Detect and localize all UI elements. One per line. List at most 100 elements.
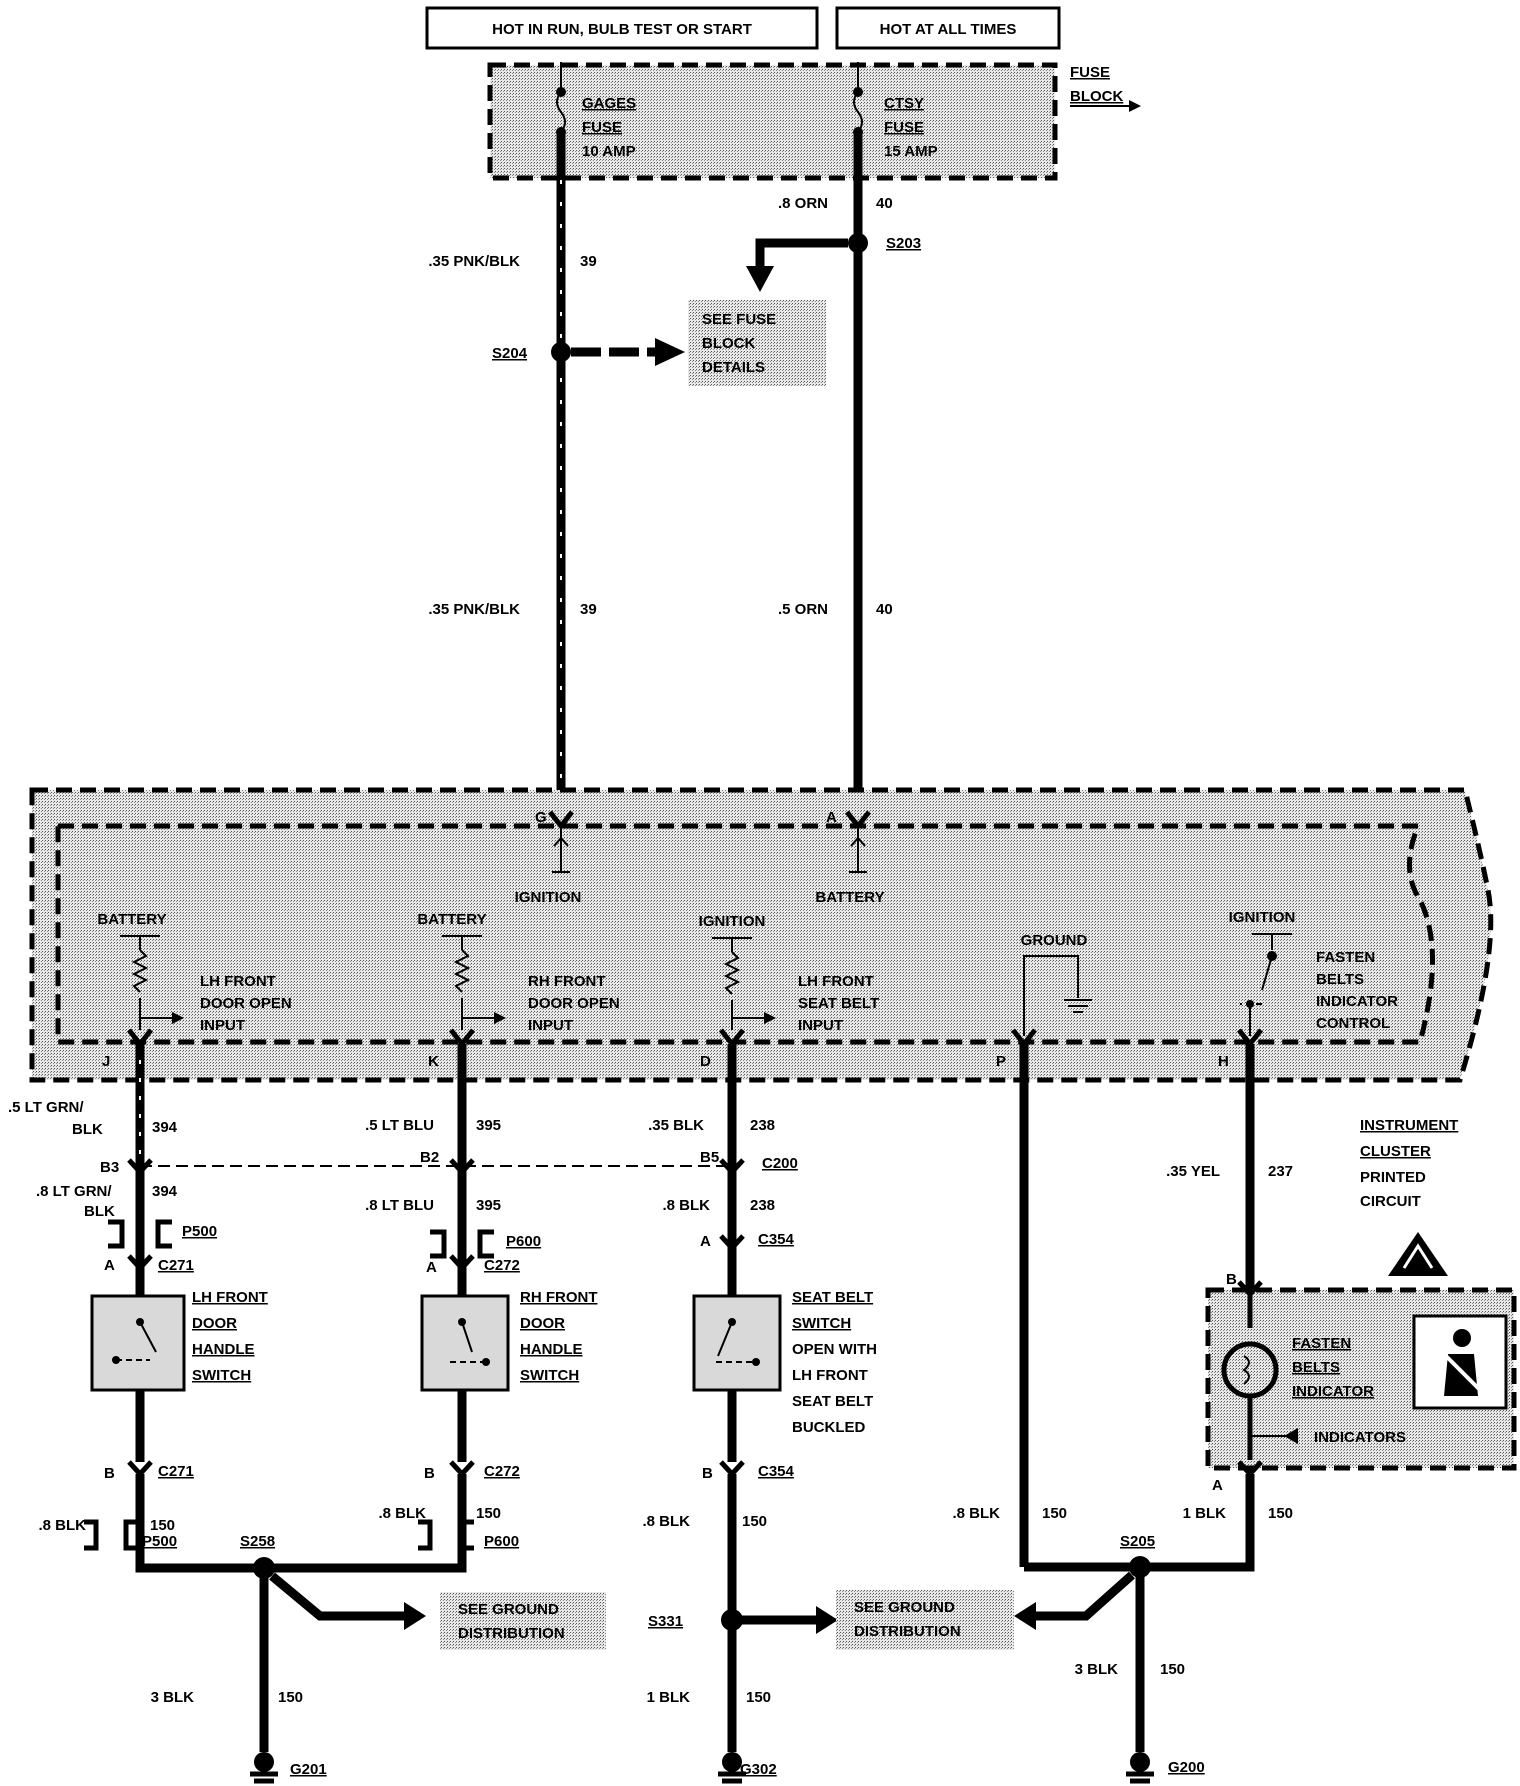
rh-door-input-3: INPUT — [528, 1017, 573, 1034]
module-ignition-1: IGNITION — [699, 913, 766, 930]
connector-p600-top: P600 — [430, 1229, 541, 1259]
pin-j: J — [102, 1053, 110, 1070]
seat-switch-2: SWITCH — [792, 1315, 851, 1332]
lh-switch-4: SWITCH — [192, 1367, 251, 1384]
g-seat-num: 150 — [742, 1513, 767, 1530]
w39a-num: 39 — [580, 253, 597, 270]
connector-c271-top: A C271 — [104, 1254, 194, 1274]
wire-394: .5 LT GRN/ BLK 394 .8 LT GRN/ BLK 394 — [8, 1044, 178, 1304]
ic-label-4: CIRCUIT — [1360, 1193, 1421, 1210]
g-p-gauge: .8 BLK — [952, 1505, 1000, 1522]
w394a-num: 394 — [152, 1119, 178, 1136]
g-rh-gauge: .8 BLK — [378, 1505, 426, 1522]
header-hot-run: HOT IN RUN, BULB TEST OR START — [425, 6, 819, 50]
ic-pin-a: A — [1212, 1477, 1223, 1494]
c272a-label: C272 — [484, 1257, 520, 1274]
see-ground-distribution-1: SEE GROUND DISTRIBUTION — [440, 1592, 606, 1650]
c354b-label: C354 — [758, 1463, 795, 1480]
ground-g200: G200 — [1126, 1752, 1205, 1784]
g201-num: 150 — [278, 1689, 303, 1706]
g302-label: G302 — [740, 1761, 777, 1778]
esd-warning-icon — [1388, 1232, 1448, 1276]
ic-fasten-2: BELTS — [1292, 1359, 1340, 1376]
hot-run-label: HOT IN RUN, BULB TEST OR START — [492, 21, 752, 38]
lh-switch-2: DOOR — [192, 1315, 237, 1332]
s331-label: S331 — [648, 1613, 683, 1630]
connector-c354-bottom: B C354 — [702, 1460, 795, 1482]
w395a-num: 395 — [476, 1117, 501, 1134]
module-ignition-top: IGNITION — [515, 889, 582, 906]
pin-d: D — [700, 1053, 711, 1070]
see-ground-1-2: DISTRIBUTION — [458, 1625, 565, 1642]
wire-237: .35 YEL 237 — [1166, 1044, 1293, 1290]
w40a-gauge: .8 ORN — [778, 195, 828, 212]
g200-label: G200 — [1168, 1759, 1205, 1776]
pin-k: K — [428, 1053, 439, 1070]
connector-c272-bottom: B C272 — [424, 1460, 520, 1482]
w39b-num: 39 — [580, 601, 597, 618]
c271a-label: C271 — [158, 1257, 194, 1274]
lh-door-input-1: LH FRONT — [200, 973, 276, 990]
lh-switch-3: HANDLE — [192, 1341, 255, 1358]
w238b-gauge: .8 BLK — [662, 1197, 710, 1214]
s203-label: S203 — [886, 235, 921, 252]
w394b-num: 394 — [152, 1183, 178, 1200]
ctsy-fuse-label-2: FUSE — [884, 119, 924, 136]
fasten-control-4: CONTROL — [1316, 1015, 1390, 1032]
g-ic-num: 150 — [1268, 1505, 1293, 1522]
c272a-pin: A — [426, 1259, 437, 1276]
see-fuse-block-details: SEE FUSE BLOCK DETAILS — [688, 300, 826, 386]
seat-switch-5: SEAT BELT — [792, 1393, 873, 1410]
w395b-num: 395 — [476, 1197, 501, 1214]
pin-h: H — [1218, 1053, 1229, 1070]
w40a-num: 40 — [876, 195, 893, 212]
ic-label-3: PRINTED — [1360, 1169, 1426, 1186]
w395a-gauge: .5 LT BLU — [365, 1117, 434, 1134]
ic-indicators: INDICATORS — [1314, 1429, 1406, 1446]
pin-a: A — [826, 809, 837, 826]
seat-switch-1: SEAT BELT — [792, 1289, 873, 1306]
w40b-num: 40 — [876, 601, 893, 618]
connector-p500-top: P500 — [108, 1219, 217, 1249]
seat-belt-switch: SEAT BELT SWITCH OPEN WITH LH FRONT SEAT… — [692, 1289, 877, 1436]
splice-s258: S258 3 BLK 150 — [151, 1533, 426, 1752]
control-module: G A IGNITION BATTERY BATTERY LH FRONT DO… — [29, 787, 1494, 1083]
see-ground-2-1: SEE GROUND — [854, 1599, 955, 1616]
seat-input-2: SEAT BELT — [798, 995, 879, 1012]
gages-fuse-label-2: FUSE — [582, 119, 622, 136]
c354a-label: C354 — [758, 1231, 795, 1248]
w40b-gauge: .5 ORN — [778, 601, 828, 618]
c272b-pin: B — [424, 1465, 435, 1482]
hot-all-label: HOT AT ALL TIMES — [880, 21, 1017, 38]
w395b-gauge: .8 LT BLU — [365, 1197, 434, 1214]
g200-num: 150 — [1160, 1661, 1185, 1678]
c200-b3: B3 — [100, 1159, 119, 1176]
seat-switch-3: OPEN WITH — [792, 1341, 877, 1358]
p500a-label: P500 — [182, 1223, 217, 1240]
seat-switch-4: LH FRONT — [792, 1367, 868, 1384]
c354b-pin: B — [702, 1465, 713, 1482]
w237-num: 237 — [1268, 1163, 1293, 1180]
connector-c272-top: A C272 — [426, 1254, 520, 1276]
rh-door-input-1: RH FRONT — [528, 973, 606, 990]
c200-b5: B5 — [700, 1149, 719, 1166]
module-battery-2: BATTERY — [417, 911, 486, 928]
module-battery-1: BATTERY — [97, 911, 166, 928]
g-seat-gauge: .8 BLK — [642, 1513, 690, 1530]
w238a-gauge: .35 BLK — [648, 1117, 704, 1134]
ic-fasten-3: INDICATOR — [1292, 1383, 1374, 1400]
g200-gauge: 3 BLK — [1075, 1661, 1119, 1678]
g-rh-num: 150 — [476, 1505, 501, 1522]
rh-switch-4: SWITCH — [520, 1367, 579, 1384]
c354a-pin: A — [700, 1233, 711, 1250]
seat-belt-icon — [1412, 1314, 1508, 1410]
w238b-num: 238 — [750, 1197, 775, 1214]
seat-input-3: INPUT — [798, 1017, 843, 1034]
header-hot-all: HOT AT ALL TIMES — [835, 6, 1061, 50]
g-p-num: 150 — [1042, 1505, 1067, 1522]
lh-switch-1: LH FRONT — [192, 1289, 268, 1306]
gages-fuse-label-3: 10 AMP — [582, 143, 636, 160]
module-battery-top: BATTERY — [815, 889, 884, 906]
lh-door-input-2: DOOR OPEN — [200, 995, 292, 1012]
w238a-num: 238 — [750, 1117, 775, 1134]
